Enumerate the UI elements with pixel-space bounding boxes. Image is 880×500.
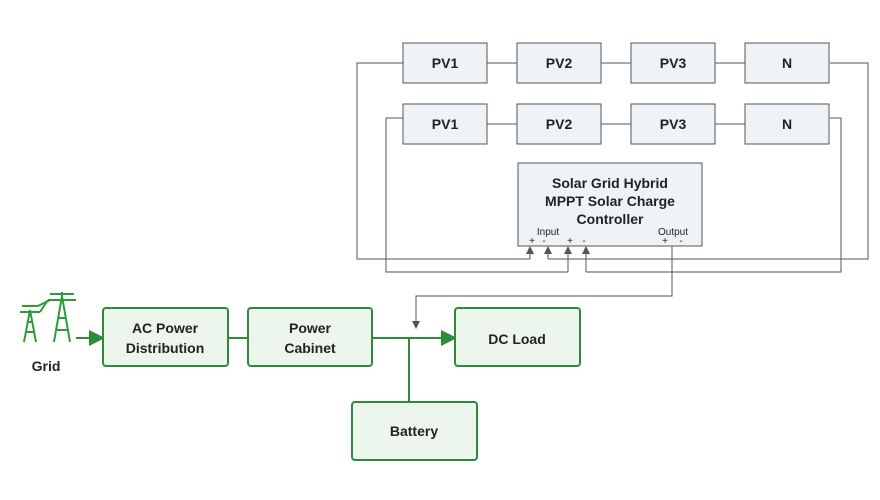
pv-row-2: PV1 PV2 PV3 N [402,103,830,145]
pv-box[interactable] [630,42,716,84]
power-cabinet-box[interactable] [247,307,373,367]
input-sign: + [529,236,535,247]
battery-box[interactable] [351,401,478,461]
controller-title-line-3: Controller [577,211,644,227]
pv-row-1: PV1 PV2 PV3 N [402,42,830,84]
dc-load-box[interactable] [454,307,581,367]
controller-box[interactable] [517,162,703,247]
charge-controller: Solar Grid Hybrid MPPT Solar Charge Cont… [517,162,703,247]
pv-label: PV1 [432,116,459,132]
neutral-box[interactable] [744,42,830,84]
neutral-label: N [782,116,792,132]
pv-box[interactable] [402,42,488,84]
ac-power-line-1: AC Power [132,320,199,336]
neutral-box[interactable] [744,103,830,145]
output-label: Output [658,227,688,238]
pv-box[interactable] [402,103,488,145]
dc-load-label: DC Load [488,331,546,347]
pv-row2-loop-wire [385,117,842,273]
ac-power-line-2: Distribution [126,340,205,356]
pv-box[interactable] [516,103,602,145]
input-sign: + [567,236,573,247]
pv-box[interactable] [630,103,716,145]
input-sign: - [542,236,545,247]
grid-tower-icon [20,292,76,343]
pv-box[interactable] [516,42,602,84]
grid-label: Grid [32,358,61,374]
pv-label: PV2 [546,55,573,71]
output-sign: - [679,236,682,247]
ac-power-distribution-box[interactable] [102,307,229,367]
neutral-label: N [782,55,792,71]
output-sign: + [662,236,668,247]
pv-label: PV2 [546,116,573,132]
controller-output-wire [412,246,673,329]
controller-title-line-1: Solar Grid Hybrid [552,175,668,191]
pv-label: PV3 [660,116,687,132]
input-label: Input [537,227,559,238]
input-sign: - [582,236,585,247]
pv-label: PV1 [432,55,459,71]
pv-label: PV3 [660,55,687,71]
pv-row1-loop-wire [356,62,869,260]
controller-title-line-2: MPPT Solar Charge [545,193,675,209]
battery-label: Battery [390,423,438,439]
power-cabinet-line-1: Power [289,320,332,336]
power-cabinet-line-2: Cabinet [284,340,336,356]
